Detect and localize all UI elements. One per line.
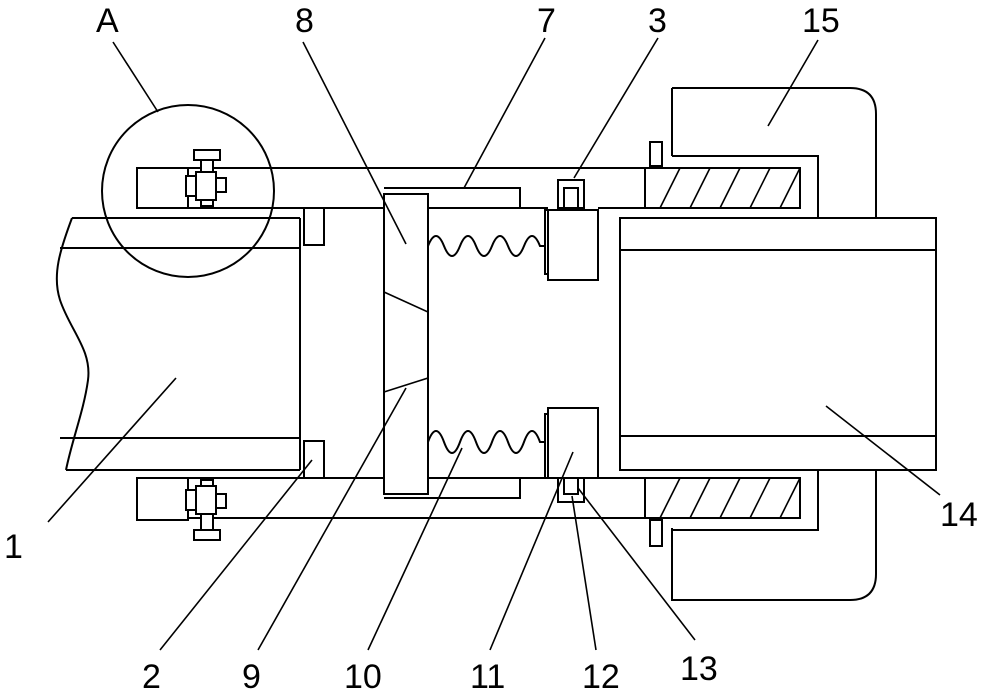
seal-ring-8 xyxy=(383,193,429,495)
pipe-1 xyxy=(55,217,301,471)
label-14: 14 xyxy=(940,496,978,534)
label-8: 8 xyxy=(295,2,314,40)
bolt-top xyxy=(185,149,227,207)
piston-top xyxy=(544,209,599,281)
stop-block-bottom xyxy=(303,440,325,479)
nut-pin-top xyxy=(649,141,663,167)
label-10: 10 xyxy=(344,658,382,696)
flange-block-bottom xyxy=(136,477,189,521)
collar-7 xyxy=(384,187,521,499)
label-15: 15 xyxy=(802,2,840,40)
stop-block-top xyxy=(303,207,325,246)
thread-bottom xyxy=(644,477,801,519)
detail-circle-a xyxy=(101,104,275,278)
label-9: 9 xyxy=(242,658,261,696)
label-12: 12 xyxy=(582,658,620,696)
label-1: 1 xyxy=(4,528,23,566)
pipe-14 xyxy=(619,217,937,471)
leader-lines xyxy=(47,37,941,651)
label-3: 3 xyxy=(648,2,667,40)
piston-bottom xyxy=(544,407,599,479)
pin-top xyxy=(557,179,585,209)
label-11: 11 xyxy=(470,658,505,696)
bolt-bottom xyxy=(185,479,227,541)
label-7: 7 xyxy=(537,2,556,40)
thread-top xyxy=(644,167,801,209)
flange-block-top xyxy=(136,167,189,209)
nut-15 xyxy=(649,87,877,601)
nut-pin-bottom xyxy=(649,519,663,547)
spring-top xyxy=(427,235,545,257)
label-2: 2 xyxy=(142,658,161,696)
label-13: 13 xyxy=(680,650,718,688)
spring-bottom xyxy=(427,430,545,454)
label-a: A xyxy=(96,2,119,40)
outer-housing xyxy=(188,167,800,519)
